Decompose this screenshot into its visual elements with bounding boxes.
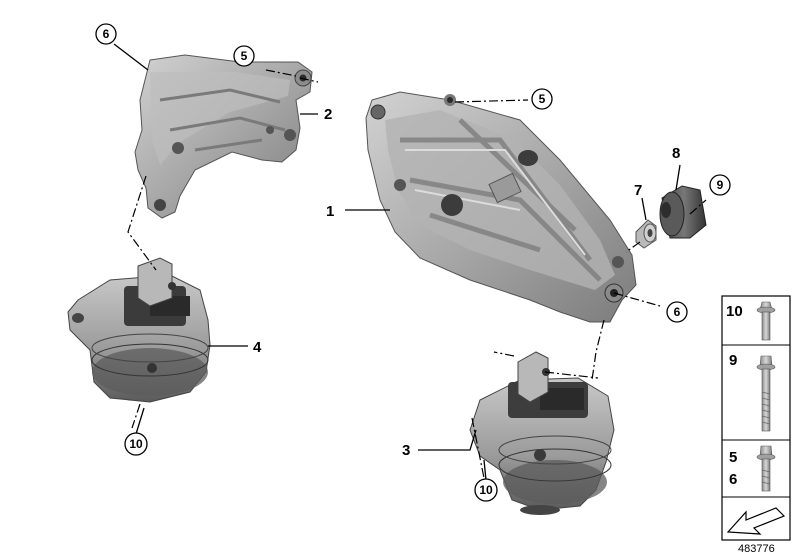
callout-circle-6-right [666,301,688,323]
document-id: 483776 [738,543,775,555]
assembly-lines [127,69,707,479]
bolt-5-6-icon [756,445,776,492]
engine-mount-part-4 [67,257,211,403]
legend-frame [721,295,791,541]
callout-6-top: 6 [103,27,110,41]
legend-label-10: 10 [726,303,743,320]
legend-label-9: 9 [729,352,737,369]
legend-label-6: 6 [729,471,737,488]
callout-4: 4 [253,339,262,356]
callout-circle-5-right [531,88,553,110]
engine-mount-part-3 [469,351,615,515]
rubber-damper-part-8 [659,185,707,239]
callout-5-top: 5 [241,49,248,63]
legend-label-5: 5 [729,449,737,466]
callout-circle-5-top [233,45,255,67]
callout-8: 8 [672,145,680,162]
callout-2: 2 [324,106,332,123]
callout-5-right: 5 [539,92,546,106]
callout-7: 7 [634,182,642,199]
bracket-part-2 [134,54,313,219]
sleeve-part-7 [635,219,657,249]
callout-9: 9 [717,178,724,192]
callout-1: 1 [326,203,334,220]
bracket-part-1 [365,91,637,323]
callouts: 2 1 4 3 8 7 6 5 5 9 6 10 10 [95,23,731,502]
callout-10-bottom: 10 [479,483,493,497]
callout-3: 3 [402,442,410,459]
leader-lines [113,43,681,481]
fastener-legend: 10 9 5 6 [721,295,791,541]
callout-10-left: 10 [129,437,143,451]
callout-circle-10-left [124,432,148,456]
callout-circle-9 [709,174,731,196]
bolt-9-icon [756,355,776,432]
bolt-10-icon [756,301,776,341]
callout-circle-10-bottom [474,478,498,502]
callout-6-right: 6 [674,305,681,319]
direction-arrow-icon [726,507,786,535]
callout-circle-6-top [95,23,117,45]
